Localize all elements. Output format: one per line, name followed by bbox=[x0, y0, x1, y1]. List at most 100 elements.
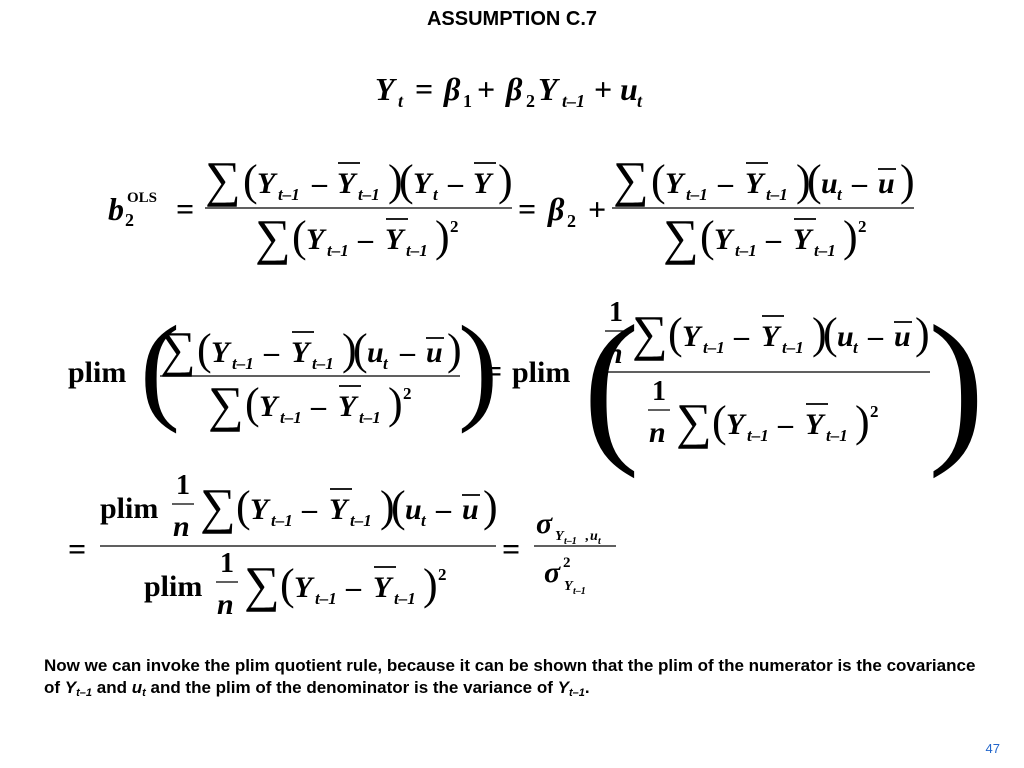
equation-plim: plim ( ∑ ( Y t–1 – Y t–1 ) ( u t – u ) ∑… bbox=[68, 291, 985, 479]
subscript: 2 bbox=[567, 211, 576, 231]
subscript: t–1 bbox=[312, 354, 334, 373]
subscript: t–1 bbox=[573, 586, 586, 597]
subscript: t–1 bbox=[564, 536, 577, 547]
subscript: t–1 bbox=[703, 338, 725, 357]
symbol-y: Y bbox=[211, 336, 232, 369]
paren-left: ( bbox=[391, 482, 406, 531]
paren-right: ) bbox=[388, 156, 403, 205]
symbol-y: Y bbox=[726, 408, 747, 441]
minus-sign: – bbox=[717, 167, 734, 200]
symbol-y-bar: Y bbox=[793, 223, 814, 256]
minus-sign: – bbox=[310, 390, 327, 423]
symbol-n: n bbox=[649, 416, 666, 449]
minus-sign: – bbox=[345, 571, 362, 604]
subscript: t–1 bbox=[76, 687, 93, 699]
plim-operator: plim bbox=[512, 356, 570, 389]
paren-right: ) bbox=[342, 325, 357, 374]
superscript: 2 bbox=[403, 384, 412, 403]
subscript: t–1 bbox=[278, 185, 300, 204]
symbol-u: u bbox=[620, 71, 638, 107]
paren-left: ( bbox=[245, 379, 260, 428]
subscript: t–1 bbox=[686, 185, 708, 204]
paren-left: ( bbox=[399, 156, 414, 205]
paren-right: ) bbox=[423, 560, 438, 609]
subscript: t–1 bbox=[747, 426, 769, 445]
minus-sign: – bbox=[301, 493, 318, 526]
paren-left: ( bbox=[712, 397, 727, 446]
superscript: 2 bbox=[450, 217, 459, 236]
symbol-y: Y bbox=[413, 167, 434, 200]
paren-left: ( bbox=[700, 212, 715, 261]
subscript: t bbox=[837, 185, 843, 204]
subscript: t–1 bbox=[359, 408, 381, 427]
paren-left: ( bbox=[236, 482, 251, 531]
sum-symbol: ∑ bbox=[200, 478, 236, 534]
minus-sign: – bbox=[399, 336, 416, 369]
subscript: t–1 bbox=[394, 589, 416, 608]
symbol-y: Y bbox=[306, 223, 327, 256]
minus-sign: – bbox=[765, 223, 782, 256]
paren-right: ) bbox=[388, 379, 403, 428]
minus-sign: – bbox=[867, 320, 884, 353]
plus-sign: + bbox=[594, 71, 612, 107]
symbol-y-bar: Y bbox=[373, 571, 394, 604]
symbol-y-bar: Y bbox=[761, 320, 782, 353]
subscript-comma: , bbox=[585, 529, 589, 544]
paren-left: ( bbox=[280, 560, 295, 609]
explanation-text: Now we can invoke the plim quotient rule… bbox=[44, 656, 976, 699]
equations: Y t = β 1 + β 2 Y t–1 + u t b 2 OLS = ∑ … bbox=[68, 71, 985, 621]
minus-sign: – bbox=[435, 493, 452, 526]
minus-sign: – bbox=[777, 408, 794, 441]
superscript: 2 bbox=[563, 555, 571, 571]
paren-left: ( bbox=[651, 156, 666, 205]
subscript: t–1 bbox=[315, 589, 337, 608]
subscript: t–1 bbox=[280, 408, 302, 427]
subscript: t–1 bbox=[327, 241, 349, 260]
subscript: t–1 bbox=[735, 241, 757, 260]
symbol-y: Y bbox=[250, 493, 271, 526]
sum-symbol: ∑ bbox=[255, 209, 291, 265]
sum-symbol: ∑ bbox=[244, 556, 280, 612]
big-paren-left: ( bbox=[583, 291, 640, 479]
symbol-u-bar: u bbox=[878, 167, 895, 200]
symbol-beta: β bbox=[547, 191, 565, 227]
subscript: t–1 bbox=[826, 426, 848, 445]
equation-ols-estimator: b 2 OLS = ∑ ( Y t–1 – Y t–1 ) ( Y t – Y … bbox=[108, 151, 915, 265]
sum-symbol: ∑ bbox=[205, 151, 241, 207]
subscript: t–1 bbox=[814, 241, 836, 260]
subscript: 2 bbox=[125, 210, 134, 230]
subscript: t bbox=[421, 511, 427, 530]
symbol-y-bar: Y bbox=[805, 408, 826, 441]
symbol-sigma: σ bbox=[536, 507, 553, 540]
paren-left: ( bbox=[807, 156, 822, 205]
sum-symbol: ∑ bbox=[613, 151, 649, 207]
symbol-beta: β bbox=[443, 71, 461, 107]
subscript: t bbox=[398, 91, 404, 111]
symbol-n: n bbox=[606, 337, 623, 370]
plim-operator: plim bbox=[100, 492, 158, 525]
subscript: u bbox=[590, 529, 598, 544]
symbol-y-bar: Y bbox=[329, 493, 350, 526]
sum-symbol: ∑ bbox=[676, 393, 712, 449]
subscript: Y bbox=[564, 579, 574, 594]
symbol-y: Y bbox=[294, 571, 315, 604]
numeral-one: 1 bbox=[609, 297, 623, 328]
variable-y: Y bbox=[557, 678, 569, 697]
subscript: t–1 bbox=[766, 185, 788, 204]
paren-right: ) bbox=[843, 212, 858, 261]
symbol-u: u bbox=[821, 167, 838, 200]
symbol-u: u bbox=[405, 493, 422, 526]
paren-right: ) bbox=[812, 309, 827, 358]
symbol-y-bar: Y bbox=[291, 336, 312, 369]
subscript: t–1 bbox=[562, 91, 585, 111]
equation-quotient-rule: = plim 1 n ∑ ( Y t–1 – Y t–1 ) ( u t – u… bbox=[68, 470, 616, 621]
equals-sign: = bbox=[518, 191, 536, 227]
plim-operator: plim bbox=[68, 356, 126, 389]
subscript: t bbox=[142, 687, 146, 699]
subscript: t bbox=[433, 185, 439, 204]
big-paren-left: ( bbox=[140, 301, 180, 434]
plim-operator: plim bbox=[144, 570, 202, 603]
superscript: 2 bbox=[870, 402, 879, 421]
equals-sign: = bbox=[176, 191, 194, 227]
symbol-y-bar: Y bbox=[745, 167, 766, 200]
